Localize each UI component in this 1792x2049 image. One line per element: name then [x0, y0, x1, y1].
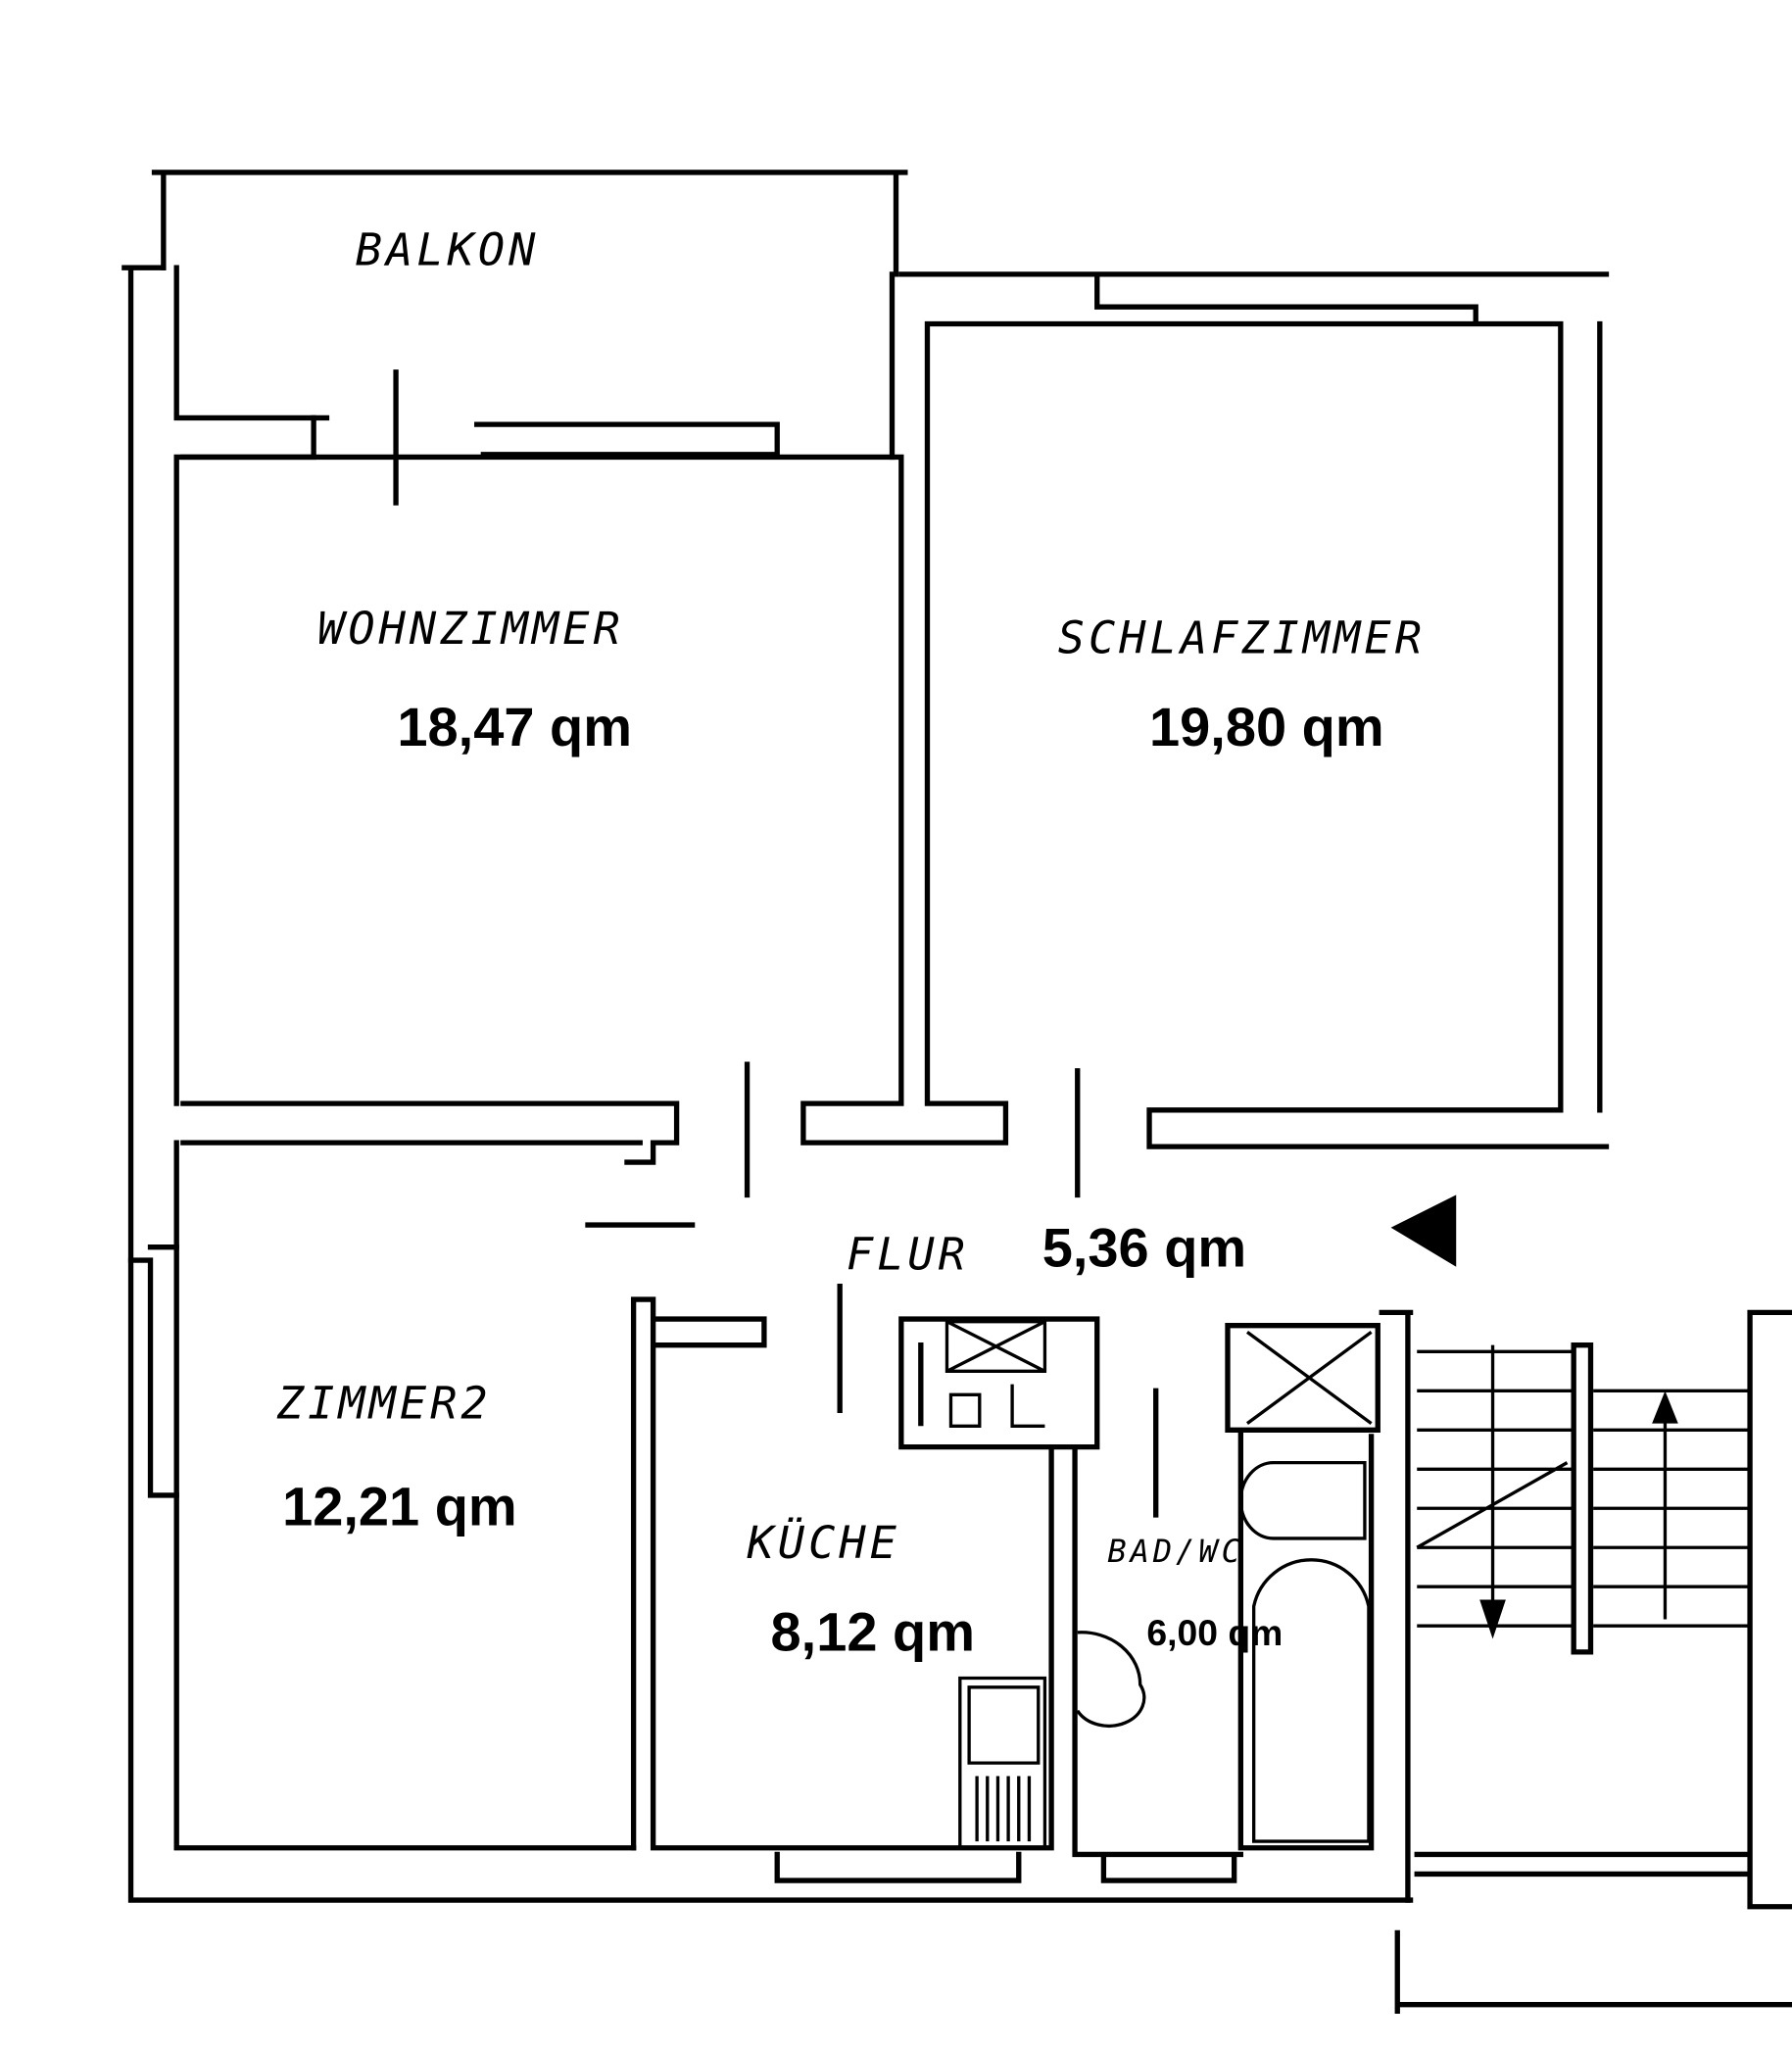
room-area-wohnzimmer: 18,47 qm	[397, 696, 632, 757]
room-label-schlafzimmer: SCHLAFZIMMER	[1058, 611, 1426, 663]
walls	[121, 170, 1792, 2015]
room-area-bad: 6,00 qm	[1146, 1612, 1283, 1653]
room-label-bad: BAD/WC	[1107, 1533, 1243, 1570]
room-label-wohnzimmer: WOHNZIMMER	[317, 603, 624, 655]
room-area-kueche: 8,12 qm	[771, 1601, 975, 1663]
room-label-balkon: BALKON	[356, 224, 540, 276]
room-area-schlafzimmer: 19,80 qm	[1149, 696, 1384, 757]
room-label-flur: FLUR	[847, 1228, 969, 1280]
entrance-arrow-icon	[1390, 1195, 1457, 1267]
room-area-flur: 5,36 qm	[1042, 1217, 1246, 1279]
room-label-kueche: KÜCHE	[747, 1516, 900, 1569]
room-area-zimmer2: 12,21 qm	[282, 1476, 517, 1537]
room-label-zimmer2: ZIMMER2	[276, 1377, 492, 1429]
